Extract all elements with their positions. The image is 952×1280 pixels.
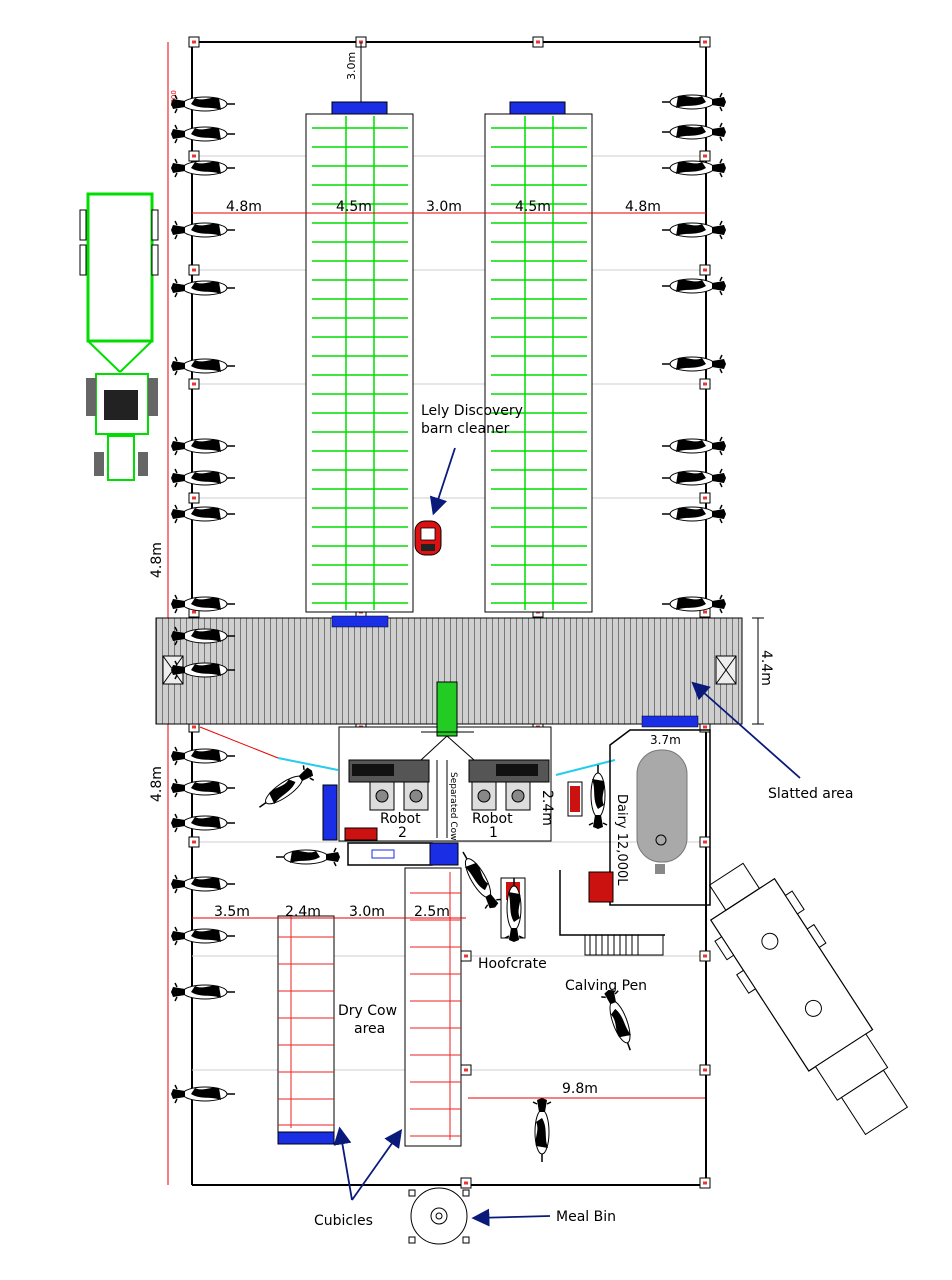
dim-slat-4-4: 4.4m xyxy=(758,650,774,686)
cow-herd-left xyxy=(170,94,236,1104)
cow-icon xyxy=(170,278,236,298)
cow-icon xyxy=(661,468,727,488)
dry-cow-label-1: Dry Cow xyxy=(338,1003,397,1019)
dim-low-3-5: 3.5m xyxy=(214,904,250,920)
dry-cow-cubicles-right xyxy=(404,867,462,1147)
red-cabinet-fill xyxy=(570,786,580,812)
cow-icon xyxy=(454,846,504,913)
cow-icon xyxy=(661,92,727,112)
cow-icon xyxy=(170,124,236,144)
cow-icon xyxy=(170,926,236,946)
calving-pen-label: Calving Pen xyxy=(565,978,647,994)
calving-rack xyxy=(584,934,664,956)
slatted-area-label: Slatted area xyxy=(768,786,854,802)
cow-icon xyxy=(170,436,236,456)
cow-icon xyxy=(661,220,727,240)
dim-robot-2-4: 2.4m xyxy=(539,790,555,826)
cow-icon xyxy=(661,276,727,296)
green-feeder xyxy=(436,681,458,737)
blue-box xyxy=(322,784,338,841)
gate-blue-end xyxy=(429,842,459,866)
dim-low-3-0: 3.0m xyxy=(349,904,385,920)
feeder-wagon-icon xyxy=(79,192,159,373)
cow-icon xyxy=(661,436,727,456)
dim-4-8-left: 4.8m xyxy=(226,199,262,215)
dim-pen-9-8: 9.8m xyxy=(562,1081,598,1097)
cow-icon xyxy=(170,468,236,488)
robot2-label-2: 2 xyxy=(398,825,407,841)
robot1-label-1: Robot xyxy=(472,811,513,827)
cow-icon xyxy=(170,746,236,766)
dim-dairy-3-7: 3.7m xyxy=(650,733,681,747)
cubicle-bed-right xyxy=(484,113,593,613)
cow-icon xyxy=(170,356,236,376)
cow-icon xyxy=(661,122,727,142)
dairy-room xyxy=(609,729,711,906)
dairy-label: Dairy 12,000L xyxy=(614,794,629,886)
cow-icon xyxy=(170,874,236,894)
cow-icon xyxy=(170,982,236,1002)
tractor-icon xyxy=(86,373,158,481)
hoofcrate-label: Hoofcrate xyxy=(478,956,547,972)
cow-icon xyxy=(170,220,236,240)
dim-4-8-right: 4.8m xyxy=(625,199,661,215)
dim-4-5-left: 4.5m xyxy=(336,199,372,215)
dim-4-5-right: 4.5m xyxy=(515,199,551,215)
cow-icon xyxy=(661,594,727,614)
dim-side-4-8-lower: 4.8m xyxy=(149,766,165,802)
cow-icon xyxy=(599,986,640,1055)
cow-icon xyxy=(170,504,236,524)
milking-robot-icon xyxy=(348,759,430,811)
milking-robot-icon xyxy=(468,759,550,811)
red-unit xyxy=(344,827,378,841)
brush-top-left xyxy=(331,101,388,115)
slat-brush-left xyxy=(331,615,389,628)
milk-tanker-icon xyxy=(708,862,909,1136)
dim-top-3m: 3.0m xyxy=(345,52,358,80)
dry-cow-label-2: area xyxy=(354,1021,385,1037)
tiny-side-dimension: 4800 xyxy=(170,90,178,108)
gate-panel xyxy=(371,849,395,859)
slat-brush-right xyxy=(641,715,699,728)
meal-bin-label: Meal Bin xyxy=(556,1209,616,1225)
barn-cleaner-label-2: barn cleaner xyxy=(421,421,510,437)
cubicle-bed-left xyxy=(305,113,414,613)
cow-icon xyxy=(170,94,236,114)
cow-icon xyxy=(170,594,236,614)
cow-icon xyxy=(588,764,608,830)
dim-3-0-mid: 3.0m xyxy=(426,199,462,215)
cow-icon xyxy=(170,1084,236,1104)
cow-icon xyxy=(532,1097,552,1163)
brush-top-right xyxy=(509,101,566,115)
barn-cleaner-robot-icon xyxy=(414,520,442,556)
dim-low-2-4: 2.4m xyxy=(285,904,321,920)
cow-icon xyxy=(170,778,236,798)
dry-cow-cubicles-left xyxy=(277,915,335,1145)
robot1-label-2: 1 xyxy=(489,825,498,841)
cow-icon xyxy=(170,813,236,833)
separated-cow-label: Separated Cow xyxy=(448,772,458,840)
barn-cleaner-label-1: Lely Discovery xyxy=(421,403,523,419)
calving-machine xyxy=(588,871,614,903)
robot2-label-1: Robot xyxy=(380,811,421,827)
cow-herd-right xyxy=(661,92,727,614)
dim-low-2-5: 2.5m xyxy=(414,904,450,920)
cow-icon xyxy=(661,354,727,374)
cow-icon xyxy=(275,847,341,867)
dim-side-4-8-upper: 4.8m xyxy=(149,542,165,578)
meal-bin-icon xyxy=(408,1187,470,1245)
cow-icon xyxy=(661,504,727,524)
cow-icon xyxy=(253,762,318,816)
cow-icon xyxy=(170,158,236,178)
cubicles-label: Cubicles xyxy=(314,1213,373,1229)
cow-icon xyxy=(661,158,727,178)
